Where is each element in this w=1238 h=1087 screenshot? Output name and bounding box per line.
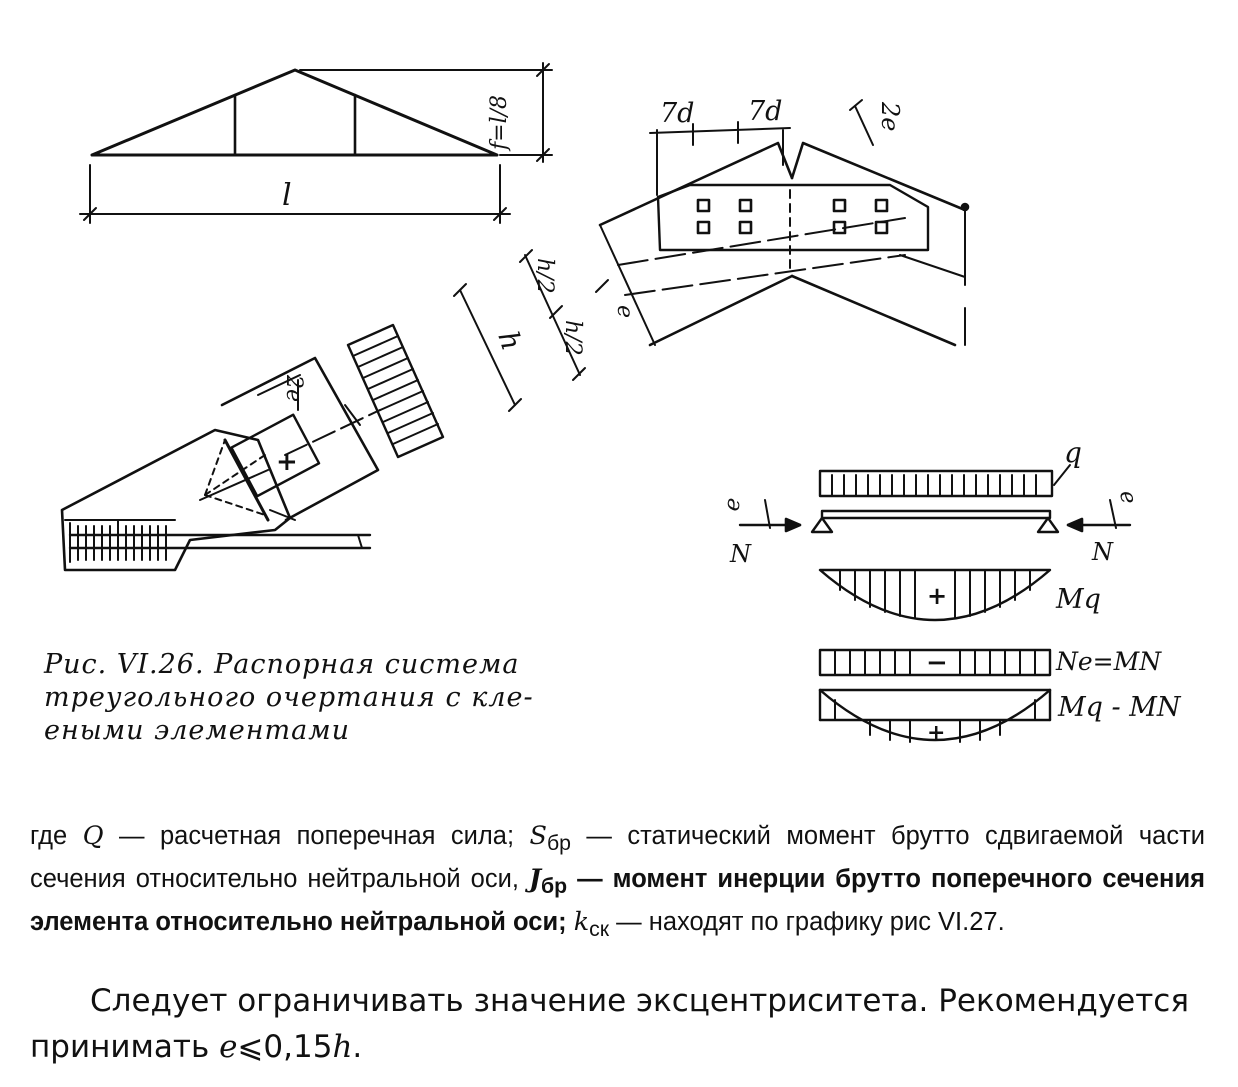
e-mid: e — [612, 305, 637, 318]
text-segment: — находят по графику рис VI.27. — [609, 908, 1005, 937]
text-segment: — расчетная поперечная сила; — [103, 822, 530, 850]
paragraph-eccentricity: Следует ограничивать значение эксцентрис… — [30, 978, 1205, 1070]
n-right-label: N — [1091, 538, 1114, 566]
symbol-h: h — [332, 1029, 353, 1065]
subscript-k: ск — [589, 917, 610, 942]
caption-line-3: еными элементами — [44, 715, 351, 746]
span-label: l — [282, 178, 292, 213]
mq-label: Mq — [1055, 584, 1101, 615]
text-segment: Следует ограничивать значение эксцентрис… — [30, 983, 1190, 1065]
moment-diagrams: q e e N N + Mq — [719, 436, 1182, 746]
panel-7d-right: 7d — [748, 96, 782, 127]
symbol-e: e — [219, 1029, 238, 1065]
text-segment: — момент инерции брутто поперечного сече… — [30, 865, 1205, 937]
half-h-bottom: h/2 — [560, 320, 585, 356]
truss-scheme: l f=l/8 — [79, 62, 553, 224]
plus-mq-mn: + — [927, 720, 945, 746]
caption-line-2: треугольного очертания с кле- — [44, 682, 534, 713]
symbol-s: S — [529, 821, 547, 851]
e-right-label: e — [1114, 489, 1141, 506]
panel-7d-left: 7d — [660, 98, 694, 129]
relation: ⩽0,15 — [237, 1029, 333, 1065]
caption-line-1: Рис. VI.26. Распорная система — [44, 649, 520, 680]
subscript-j: бр — [541, 874, 568, 899]
half-h-top: h/2 — [532, 258, 557, 294]
minus-ne: − — [926, 648, 948, 678]
symbol-k: k — [573, 907, 590, 938]
h-label: h — [491, 327, 528, 354]
figure-caption: Рис. VI.26. Распорная система треугольно… — [44, 648, 604, 747]
e-left-label: e — [719, 496, 746, 513]
ne-mn-label: Ne=MN — [1055, 647, 1162, 676]
period: . — [352, 1029, 363, 1065]
dimension-h: h — [453, 283, 528, 412]
ridge-joint: 7d 7d 2e h/2 h/2 e — [519, 96, 970, 381]
n-left-label: N — [729, 540, 752, 568]
rise-label: f=l/8 — [487, 95, 512, 152]
two-e-left: 2e — [281, 374, 306, 402]
subscript-s: бр — [546, 831, 571, 856]
q-label: q — [1064, 436, 1082, 469]
symbol-q: Q — [82, 821, 104, 851]
stress-block — [346, 323, 445, 459]
mq-mn-label: Mq - MN — [1057, 692, 1182, 723]
two-e-top: 2e — [876, 101, 904, 131]
plus-mq: + — [927, 581, 947, 610]
figure-vi-26: l f=l/8 7d 7d 2e — [60, 62, 1182, 746]
paragraph-definitions: где Q — расчетная поперечная сила; Sбр —… — [30, 818, 1205, 947]
support-joint: + 2e — [60, 356, 381, 572]
plus-joint: + — [276, 447, 298, 477]
text-segment: где — [30, 822, 83, 850]
symbol-j: J — [528, 864, 542, 895]
text-segment: — статический момент брутто сдвигаемой ч… — [30, 822, 1206, 894]
